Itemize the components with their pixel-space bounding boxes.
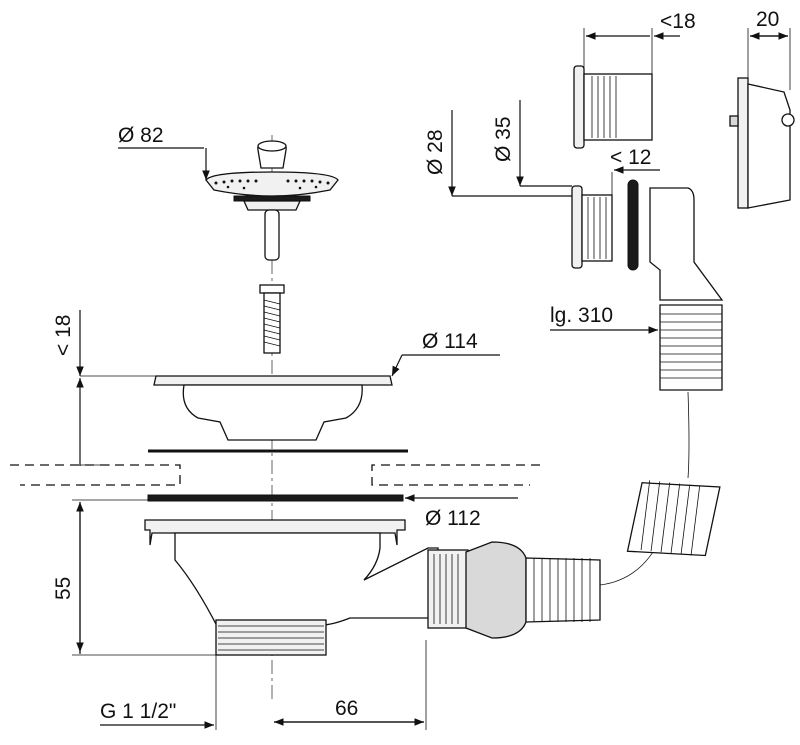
label-thread: G 1 1/2" [100,700,176,723]
outlet-hose [525,557,601,623]
dim-d114: Ø 114 [391,330,500,377]
label-lt18-side: < 18 [52,315,75,356]
dim-w66: 66 [274,640,427,730]
dim-d112: Ø 112 [405,494,518,530]
label-w66: 66 [335,697,358,720]
label-lg310: lg. 310 [550,304,613,327]
overflow-grille-side [729,77,795,209]
hose-mid-line [687,391,690,479]
dim-thread: G 1 1/2" [100,655,217,730]
overflow-elbow [649,187,724,391]
dim-d82: Ø 82 [118,124,210,180]
screw [259,284,285,354]
flexible-hose-lower [626,480,721,557]
dim-h55: 55 [52,499,216,656]
dim-lt18-top: <18 [583,10,696,74]
strainer-basket [205,140,339,261]
dim-lt12: < 12 [610,146,660,195]
overflow-cap [573,65,653,149]
label-w20: 20 [756,8,779,31]
drain-body [144,519,527,656]
dim-d28: Ø 28 [424,110,572,197]
sink-deck-outline [10,464,540,486]
label-h55: 55 [52,577,75,600]
label-lt18-top: <18 [660,10,696,33]
label-d82: Ø 82 [118,124,164,147]
dim-lg310: lg. 310 [550,304,658,334]
label-d114: Ø 114 [422,330,478,353]
dim-lt18-side: < 18 [52,310,156,466]
sink-bowl-flange [153,375,393,441]
dim-w20: 20 [747,8,791,90]
dim-d35: Ø 35 [492,100,572,187]
label-d28: Ø 28 [424,129,447,175]
label-d35: Ø 35 [492,116,515,162]
bottom-gasket [147,494,404,502]
overflow-connector [571,185,613,269]
label-lt12: < 12 [610,146,651,169]
o-ring [627,179,639,271]
label-d112: Ø 112 [425,507,481,530]
